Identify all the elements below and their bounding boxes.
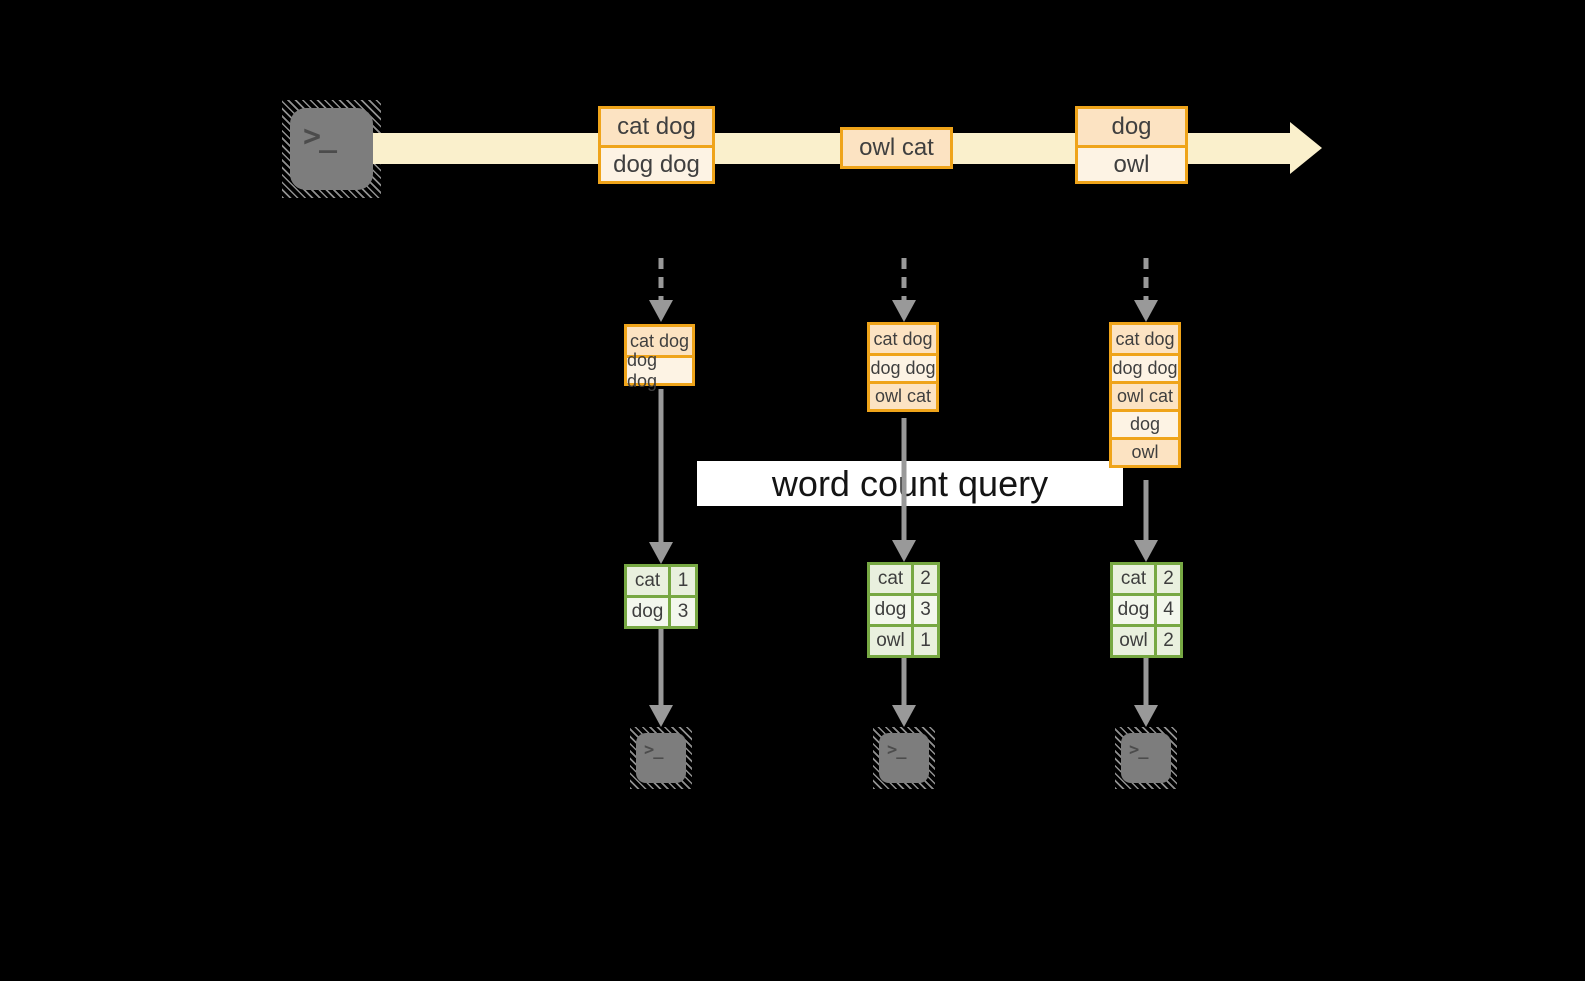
stream-event-line: owl xyxy=(1078,145,1185,181)
count-row: dog 3 xyxy=(870,593,937,624)
buffer-box-1: cat dog dog dog xyxy=(624,324,695,391)
count-word: cat xyxy=(870,565,914,593)
count-word: owl xyxy=(1113,627,1157,655)
buffer-line: dog xyxy=(1112,409,1178,437)
output-arrow-3 xyxy=(1134,658,1158,727)
stream-event-box-2: owl cat xyxy=(840,127,953,169)
stream-event-line: owl cat xyxy=(843,130,950,166)
count-word: owl xyxy=(870,627,914,655)
buffer-line: dog dog xyxy=(627,350,692,391)
buffer-line: owl cat xyxy=(1112,381,1178,409)
buffer-line: owl xyxy=(1112,437,1178,465)
stream-event-line: cat dog xyxy=(601,109,712,145)
buffer-line: cat dog xyxy=(870,325,936,353)
terminal-source-icon: >_ xyxy=(282,100,381,198)
snapshot-arrow-1 xyxy=(649,258,673,322)
query-arrow-3 xyxy=(1134,480,1158,562)
query-banner-label: word count query xyxy=(771,462,1049,504)
count-value: 2 xyxy=(1157,627,1180,655)
count-value: 3 xyxy=(671,598,695,626)
count-row: owl 2 xyxy=(1113,624,1180,655)
count-row: cat 2 xyxy=(1113,565,1180,593)
count-word: dog xyxy=(627,598,671,626)
buffer-box-3: cat dog dog dog owl cat dog owl xyxy=(1109,322,1181,468)
count-table-2: cat 2 dog 3 owl 1 xyxy=(867,562,940,658)
count-value: 4 xyxy=(1157,596,1180,624)
terminal-prompt-glyph: >_ xyxy=(887,740,907,760)
terminal-sink-screen: >_ xyxy=(1121,733,1171,783)
count-table-3: cat 2 dog 4 owl 2 xyxy=(1110,562,1183,658)
count-word: dog xyxy=(1113,596,1157,624)
buffer-line: dog dog xyxy=(1112,353,1178,381)
count-value: 1 xyxy=(914,627,937,655)
output-arrow-2 xyxy=(892,658,916,727)
terminal-sink-screen: >_ xyxy=(879,733,929,783)
terminal-sink-screen: >_ xyxy=(636,733,686,783)
query-arrow-2 xyxy=(892,418,916,562)
count-value: 2 xyxy=(914,565,937,593)
buffer-line: cat dog xyxy=(1112,325,1178,353)
count-row: dog 4 xyxy=(1113,593,1180,624)
buffer-line: dog dog xyxy=(870,353,936,381)
buffer-line: owl cat xyxy=(870,381,936,409)
stream-event-box-1: cat dog dog dog xyxy=(598,106,715,184)
count-word: dog xyxy=(870,596,914,624)
snapshot-arrow-2 xyxy=(892,258,916,322)
count-value: 3 xyxy=(914,596,937,624)
count-word: cat xyxy=(627,567,671,595)
terminal-sink-icon-3: >_ xyxy=(1115,727,1177,789)
terminal-source-screen: >_ xyxy=(290,108,373,190)
count-value: 2 xyxy=(1157,565,1180,593)
count-word: cat xyxy=(1113,565,1157,593)
buffer-box-2: cat dog dog dog owl cat xyxy=(867,322,939,412)
terminal-sink-icon-2: >_ xyxy=(873,727,935,789)
count-row: cat 1 xyxy=(627,567,695,595)
snapshot-arrow-3 xyxy=(1134,258,1158,322)
terminal-sink-icon-1: >_ xyxy=(630,727,692,789)
buffer-line: cat dog xyxy=(627,327,692,355)
count-row: owl 1 xyxy=(870,624,937,655)
count-table-1: cat 1 dog 3 xyxy=(624,564,698,629)
count-row: dog 3 xyxy=(627,595,695,626)
count-row: cat 2 xyxy=(870,565,937,593)
query-arrow-1 xyxy=(649,389,673,564)
output-arrow-1 xyxy=(649,629,673,727)
query-banner: word count query xyxy=(697,461,1123,506)
terminal-prompt-glyph: >_ xyxy=(1129,740,1149,760)
count-value: 1 xyxy=(671,567,695,595)
terminal-prompt-glyph: >_ xyxy=(644,740,664,760)
stream-event-line: dog dog xyxy=(601,145,712,181)
event-stream-arrow-head-icon xyxy=(1290,122,1322,174)
stream-event-box-3: dog owl xyxy=(1075,106,1188,184)
terminal-prompt-glyph: >_ xyxy=(303,119,337,154)
stream-event-line: dog xyxy=(1078,109,1185,145)
